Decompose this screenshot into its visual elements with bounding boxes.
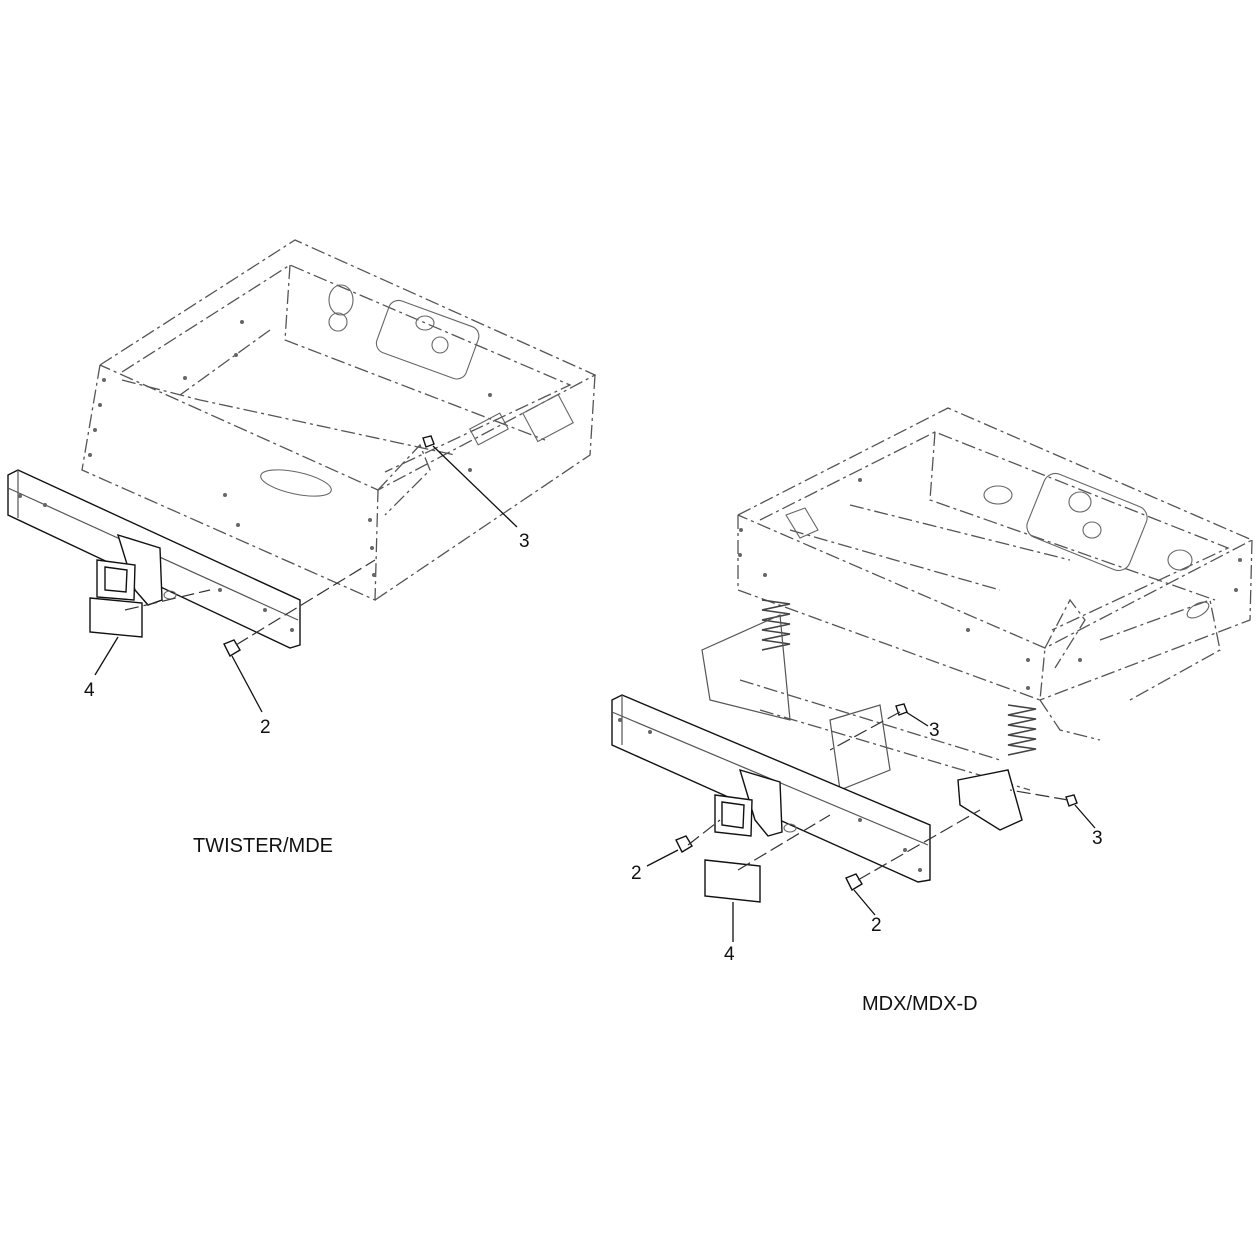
left-bolt bbox=[223, 559, 376, 657]
right-leader-3-right bbox=[1074, 804, 1096, 829]
right-nut-center bbox=[829, 703, 908, 751]
left-frame bbox=[81, 239, 597, 601]
left-callout-4: 4 bbox=[84, 680, 95, 701]
left-hitch-assembly bbox=[7, 469, 301, 649]
right-nut-right bbox=[1009, 789, 1078, 807]
right-assembly: 3 3 2 2 4 MDX/MDX-D bbox=[611, 407, 1254, 1015]
right-leader-2-left bbox=[646, 849, 679, 867]
right-bolt-path bbox=[687, 819, 721, 846]
left-assembly: 3 2 4 TWISTER/MDE bbox=[7, 239, 597, 857]
right-bolt-right bbox=[845, 809, 981, 891]
left-nut bbox=[422, 435, 435, 448]
left-leader-2 bbox=[231, 655, 263, 713]
left-leader-4 bbox=[94, 636, 119, 676]
right-bolt-left bbox=[675, 835, 693, 853]
left-decal bbox=[89, 597, 143, 638]
right-decal bbox=[704, 859, 761, 903]
right-callout-3-center: 3 bbox=[929, 720, 940, 741]
right-caption: MDX/MDX-D bbox=[862, 993, 978, 1015]
right-decal-path bbox=[737, 814, 831, 871]
left-decal-path bbox=[124, 589, 211, 611]
right-frame bbox=[737, 407, 1254, 741]
right-callout-2-right: 2 bbox=[871, 915, 882, 936]
left-leader-3 bbox=[432, 445, 518, 528]
left-callout-2: 2 bbox=[260, 717, 271, 738]
right-leader-2-right bbox=[853, 889, 876, 916]
right-callout-3-right: 3 bbox=[1092, 828, 1103, 849]
left-callout-3: 3 bbox=[519, 531, 530, 552]
left-caption: TWISTER/MDE bbox=[193, 835, 333, 857]
right-callout-2-left: 2 bbox=[631, 863, 642, 884]
right-callout-4: 4 bbox=[724, 944, 735, 965]
right-hitch-assembly bbox=[611, 694, 1023, 883]
right-leader-3-center bbox=[905, 711, 929, 727]
